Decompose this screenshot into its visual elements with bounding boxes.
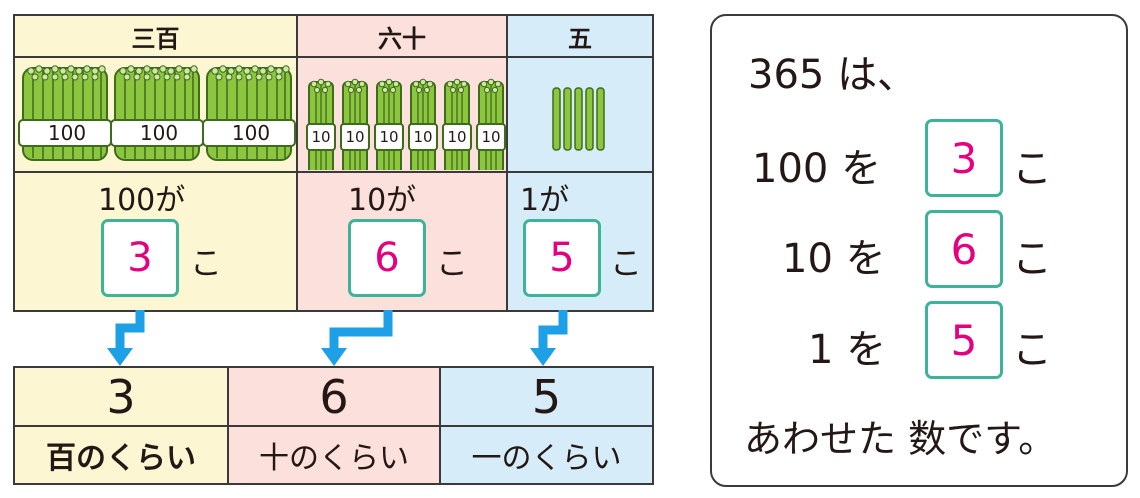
panel-row-1-lead: 1 を	[808, 327, 887, 373]
place-divider	[13, 425, 654, 427]
answer-box-ones[interactable]: 5	[523, 219, 601, 297]
arrow-ones	[538, 310, 568, 350]
unit-ko-hundreds: こ	[190, 244, 223, 282]
place-label-tens: 十のくらい	[259, 441, 409, 476]
bundle-label-10: 10	[481, 128, 501, 146]
panel-answer-box-10[interactable]: 6	[925, 210, 1003, 288]
place-label-ones: 一のくらい	[471, 441, 622, 476]
bundle-label-10: 10	[345, 128, 365, 146]
image-divider	[13, 171, 654, 173]
panel-row-1-unit: こ	[1012, 327, 1052, 373]
header-hundreds: 三百	[131, 24, 180, 53]
bundle-label-100: 100	[47, 121, 87, 145]
stick-illustrations	[18, 64, 605, 170]
panel-row-10-lead: 10 を	[782, 236, 886, 282]
ones-column	[506, 14, 654, 312]
bundle-label-10: 10	[379, 128, 399, 146]
arrow-tens	[329, 310, 393, 350]
header-ones: 五	[568, 24, 592, 53]
bundle-label-10: 10	[413, 128, 433, 146]
unit-ko-tens: こ	[436, 244, 469, 282]
answer-box-hundreds[interactable]: 3	[101, 219, 179, 297]
label-hundreds-count: 100が	[98, 183, 186, 218]
bundle-label-100: 100	[139, 121, 179, 145]
bundle-label-10: 10	[447, 128, 467, 146]
header-divider	[13, 56, 654, 58]
place-label-hundreds: 百のくらい	[46, 441, 196, 476]
digit-tens: 6	[319, 369, 349, 424]
panel-row-100-lead: 100 を	[752, 146, 882, 192]
panel-row-100-unit: こ	[1012, 146, 1052, 192]
panel-answer-box-100[interactable]: 3	[925, 119, 1003, 197]
panel-answer-box-1[interactable]: 5	[925, 301, 1003, 379]
unit-ko-ones: こ	[610, 244, 643, 282]
header-tens: 六十	[378, 24, 426, 53]
digit-ones: 5	[531, 369, 562, 424]
bundle-label-100: 100	[231, 121, 271, 145]
arrows	[107, 310, 568, 366]
arrow-hundreds	[115, 310, 145, 350]
digit-hundreds: 3	[106, 369, 136, 424]
label-tens-count: 10が	[348, 183, 417, 218]
summary-panel	[710, 14, 1128, 487]
answer-box-tens[interactable]: 6	[348, 219, 426, 297]
label-ones-count: 1が	[520, 183, 570, 218]
panel-intro: 365 は、	[748, 52, 918, 98]
bundle-label-10: 10	[311, 128, 331, 146]
panel-row-10-unit: こ	[1012, 236, 1052, 282]
panel-conclusion: あわせた 数です。	[744, 417, 1057, 461]
